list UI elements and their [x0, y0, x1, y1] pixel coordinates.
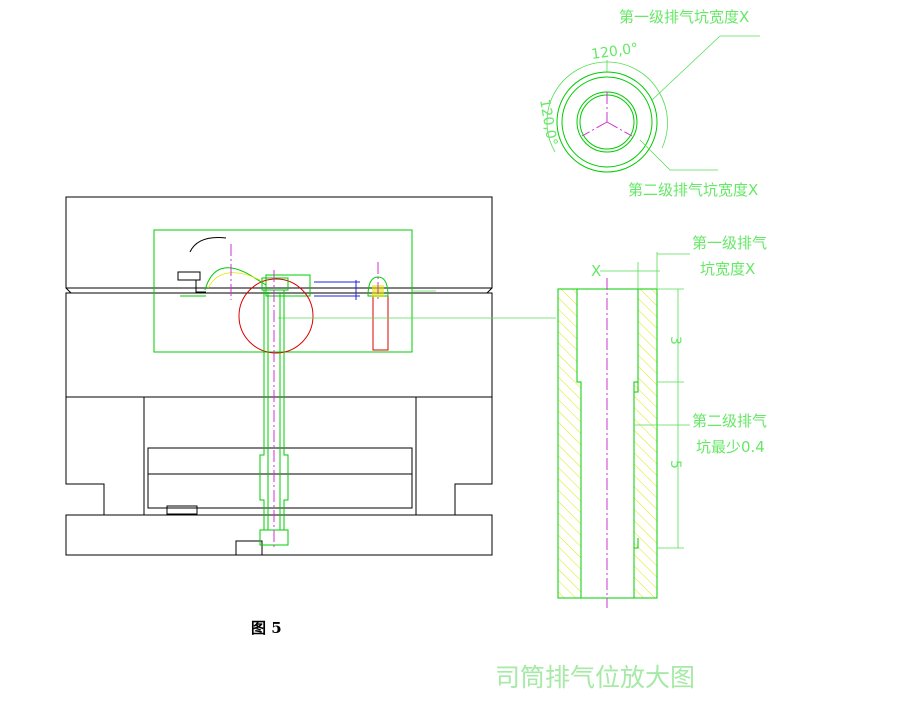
section-left-wall — [557, 288, 582, 599]
radius-line-right — [606, 121, 633, 137]
part-boss — [265, 274, 311, 297]
right-support — [415, 397, 493, 516]
sleeve-top-view — [546, 35, 760, 173]
leader-first-vent — [651, 35, 721, 101]
section-right-wall — [633, 288, 658, 599]
stop-button — [166, 505, 198, 515]
angle-label-left: 120,0° — [536, 98, 560, 147]
part-details — [177, 237, 556, 354]
part-wall-left — [180, 267, 267, 297]
radius-line-left — [581, 121, 608, 137]
first-vent-circle — [561, 76, 653, 168]
sleeve-section-view — [557, 252, 690, 608]
sleeve-base — [259, 529, 289, 546]
main-title: 司筒排气位放大图 — [495, 663, 695, 692]
angle-arc-a — [606, 61, 660, 93]
detail-circle — [238, 278, 314, 354]
left-slider — [177, 271, 206, 293]
right-core-pin — [372, 296, 389, 351]
ejector-bushing — [235, 540, 263, 555]
leader-second-vent — [639, 139, 671, 171]
second-vent-steps — [634, 382, 639, 549]
sleeve-bore — [267, 292, 281, 530]
section-first-vent-line1: 第一级排气 — [692, 234, 767, 252]
angle-label-top: 120,0° — [590, 41, 639, 63]
label-first-vent-width: 第一级排气坑宽度X — [619, 8, 749, 26]
ejector-sleeve — [230, 244, 379, 550]
part-hatch — [207, 272, 261, 289]
mold-assembly — [65, 196, 493, 556]
angle-arc-b — [546, 61, 608, 153]
dim-lower-value: 5 — [667, 460, 683, 469]
section-second-vent-line1: 第二级排气 — [692, 412, 767, 430]
dim-upper-value: 3 — [667, 336, 683, 345]
angle-arc-c — [658, 91, 668, 149]
part-rib — [314, 280, 360, 300]
arc-top — [189, 237, 227, 253]
sleeve-head — [261, 277, 289, 291]
label-second-vent-width: 第二级排气坑宽度X — [628, 181, 758, 199]
cavity-plate — [65, 292, 493, 398]
top-plate — [65, 196, 493, 289]
section-first-vent-line2: 坑宽度X — [700, 260, 755, 278]
section-second-vent-line2: 坑最少0.4 — [696, 438, 765, 456]
figure-label: 图 5 — [251, 619, 282, 637]
bottom-clamp-plate — [65, 514, 493, 556]
section-x-marker: X — [591, 262, 601, 280]
sleeve-left-wall — [259, 290, 265, 530]
left-support — [65, 397, 145, 516]
sleeve-right-wall — [283, 290, 289, 530]
